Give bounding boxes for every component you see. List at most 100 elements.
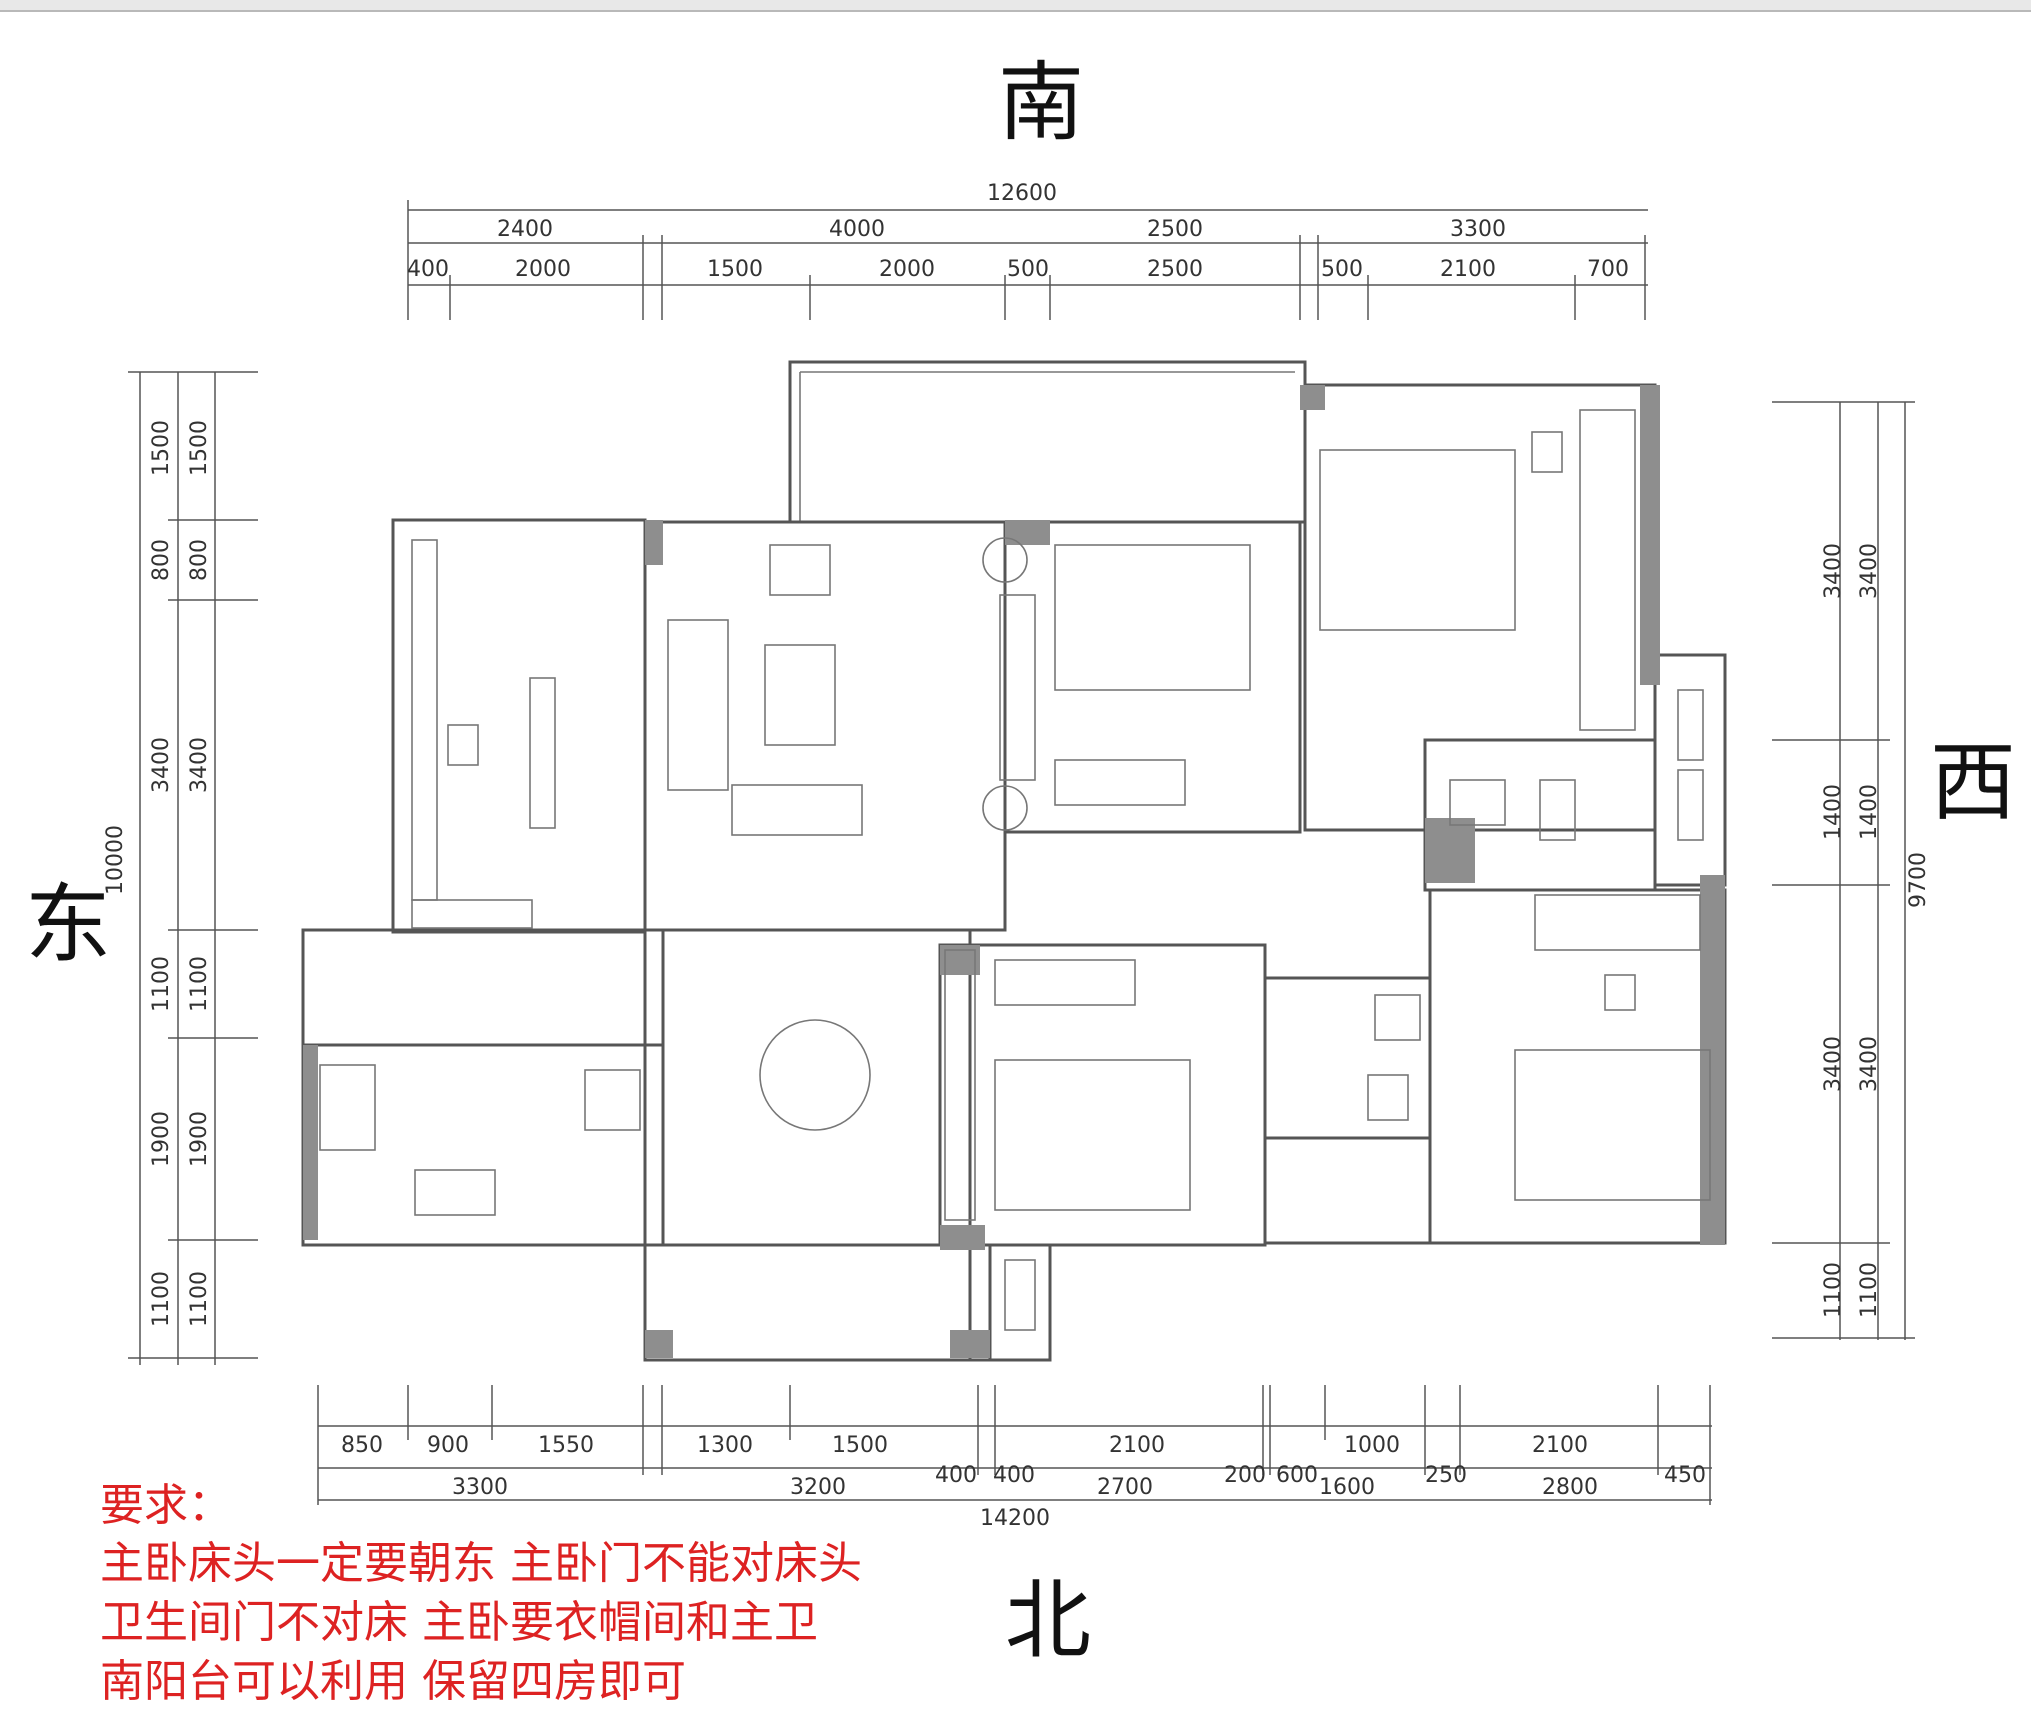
dim-left-2a: 3400 [149, 737, 174, 793]
furniture [319, 409, 1711, 1331]
bottom-row1: 850 900 1550 1300 1500 2100 1000 2100 [341, 1433, 1588, 1458]
armchair [769, 544, 831, 596]
dim-top-r2-6: 500 [1321, 257, 1363, 282]
dim-left-5b: 1100 [187, 1271, 212, 1327]
dim-right-2b: 3400 [1857, 1036, 1882, 1092]
second-bedroom-bed [1054, 544, 1251, 691]
north-balcony-cabinet [1004, 1259, 1036, 1331]
west-balcony-cabinet [1677, 769, 1704, 841]
dim-top-r2-5: 2500 [1147, 257, 1203, 282]
northwest-bedroom [1428, 888, 1727, 1245]
dim-bottom-r2-3: 400 [993, 1463, 1035, 1488]
dim-bottom-r2-0: 3300 [452, 1475, 508, 1500]
dim-left-2b: 3400 [187, 737, 212, 793]
right-seg-col2: 3400 1400 3400 1100 [1857, 543, 1882, 1318]
second-bedroom [1003, 520, 1302, 834]
dim-bottom-r2-7: 1600 [1319, 1475, 1375, 1500]
guest-toilet [1367, 1074, 1409, 1121]
left-seg-col1: 1500 800 3400 1100 1900 1100 [149, 420, 174, 1327]
dim-left-1a: 800 [149, 539, 174, 581]
dim-bottom-r1-1: 900 [427, 1433, 469, 1458]
west-balcony-cabinet [1677, 689, 1704, 761]
dim-right-1b: 1400 [1857, 784, 1882, 840]
study-cabinet [411, 899, 533, 929]
south-balcony [788, 360, 1307, 524]
dim-right-3b: 1100 [1857, 1262, 1882, 1318]
guest-bed [994, 1059, 1191, 1211]
tv-cabinet [999, 594, 1036, 781]
window-top-bar [0, 0, 2031, 12]
dim-left-0a: 1500 [149, 420, 174, 476]
dim-top-r2-4: 500 [1007, 257, 1049, 282]
dim-left-total: 10000 [103, 825, 128, 895]
bottom-row2: 3300 3200 400 400 2700 200 600 1600 250 … [452, 1463, 1706, 1500]
dim-left-5a: 1100 [149, 1271, 174, 1327]
dim-bottom-r1-2: 1550 [538, 1433, 594, 1458]
requirement-line-3: 南阳台可以利用 保留四房即可 [100, 1656, 686, 1707]
dim-bottom-r1-0: 850 [341, 1433, 383, 1458]
guest-bedroom [938, 943, 1267, 1247]
dim-left-0b: 1500 [187, 420, 212, 476]
master-bedroom [1303, 383, 1657, 832]
dim-top-r2-8: 700 [1587, 257, 1629, 282]
guest-sink [1374, 994, 1421, 1041]
dim-top-r2-1: 2000 [515, 257, 571, 282]
study-shelf [411, 539, 438, 901]
fridge [584, 1069, 641, 1131]
dim-bottom-r1-5: 2100 [1109, 1433, 1165, 1458]
dim-top-r2-7: 2100 [1440, 257, 1496, 282]
dim-right-total: 9700 [1906, 852, 1931, 908]
compass-north: 北 [1005, 1571, 1091, 1671]
dim-bottom-r2-4: 2700 [1097, 1475, 1153, 1500]
guest-wardrobe [994, 959, 1136, 1006]
left-dimensions: 10000 1500 800 3400 1100 1900 1100 1500 … [103, 371, 258, 1365]
study-room [391, 518, 647, 934]
dim-top-total: 12600 [987, 181, 1057, 206]
bay-window [643, 1243, 992, 1362]
right-dimensions: 9700 3400 1400 3400 1100 3400 1400 3400 … [1772, 401, 1931, 1340]
loveseat [731, 784, 863, 836]
master-chair [1531, 431, 1563, 473]
compass-south: 南 [998, 53, 1084, 153]
corridor-west [301, 928, 665, 1047]
coffee-table [764, 644, 836, 746]
compass-east: 东 [25, 875, 111, 975]
dim-right-0a: 3400 [1821, 543, 1846, 599]
dim-bottom-r2-1: 3200 [790, 1475, 846, 1500]
study-desk [529, 677, 556, 829]
master-sink [1449, 779, 1506, 826]
plant [982, 537, 1028, 583]
northwest-bed [1514, 1049, 1711, 1201]
right-seg-col1: 3400 1400 3400 1100 [1821, 543, 1846, 1318]
dim-bottom-r1-3: 1300 [697, 1433, 753, 1458]
plant [982, 785, 1028, 831]
master-wardrobe [1579, 409, 1636, 731]
dim-bottom-r1-6: 1000 [1344, 1433, 1400, 1458]
living-room [643, 520, 1007, 932]
top-dimensions: 12600 2400 4000 2500 3300 400 2000 1500 … [407, 181, 1648, 320]
dining-table [759, 1019, 871, 1131]
dim-bottom-r2-9: 2800 [1542, 1475, 1598, 1500]
dim-bottom-r1-4: 1500 [832, 1433, 888, 1458]
dim-right-3a: 1100 [1821, 1262, 1846, 1318]
kitchen-sink [319, 1064, 376, 1151]
guest-bath [1263, 976, 1432, 1140]
dim-top-r1-0: 2400 [497, 217, 553, 242]
dim-left-4a: 1900 [149, 1111, 174, 1167]
bottom-dimensions: 850 900 1550 1300 1500 2100 1000 2100 33… [317, 1385, 1712, 1531]
dim-right-1a: 1400 [1821, 784, 1846, 840]
laundry [1263, 1136, 1432, 1245]
dim-top-r1-2: 2500 [1147, 217, 1203, 242]
dim-bottom-r2-8: 250 [1425, 1463, 1467, 1488]
kitchen-stove [414, 1169, 496, 1216]
left-seg-col2: 1500 800 3400 1100 1900 1100 [187, 420, 212, 1327]
dining-area [643, 928, 972, 1362]
dim-bottom-r1-7: 2100 [1532, 1433, 1588, 1458]
northwest-desk [1534, 894, 1701, 951]
master-bed [1319, 449, 1516, 631]
sofa [667, 619, 729, 791]
second-bedroom-wardrobe [1054, 759, 1186, 806]
dim-bottom-r2-10: 450 [1664, 1463, 1706, 1488]
dim-right-2a: 3400 [1821, 1036, 1846, 1092]
